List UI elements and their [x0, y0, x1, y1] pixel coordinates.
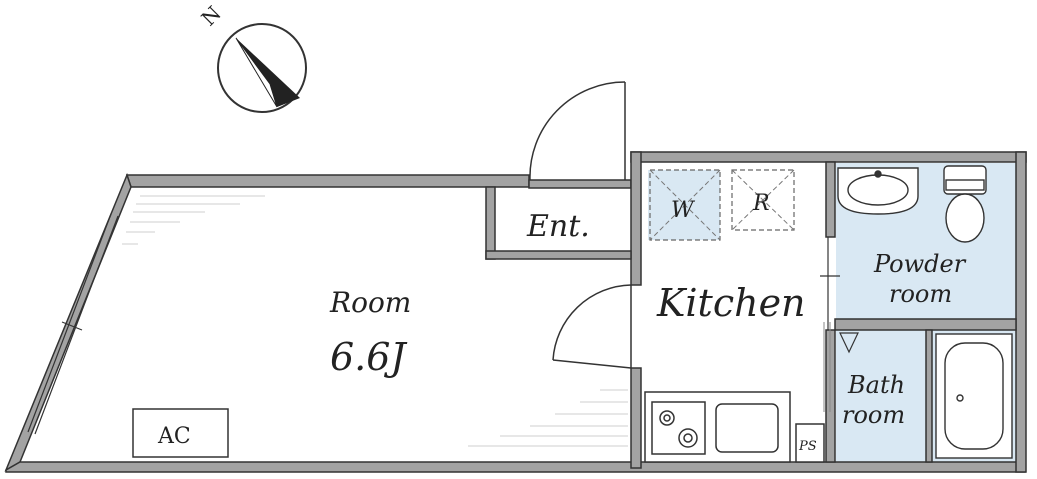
room-left-wall: [4, 172, 132, 472]
room-door-leaf: [552, 359, 632, 369]
room-door-arc: [552, 284, 632, 361]
ps-box: [795, 423, 825, 463]
washer-label: W: [671, 198, 696, 223]
upper-top-wall: [630, 151, 1027, 163]
entrance-left-wall: [485, 186, 496, 260]
window-line-outer: [27, 213, 112, 433]
washbasin-icon: [837, 167, 919, 215]
room-size-label: 6.6J: [330, 335, 407, 379]
kitchen-left-wall-lower: [630, 367, 642, 469]
ac-label: AC: [157, 424, 191, 449]
room-name-label: Room: [329, 286, 411, 319]
powder-door: [820, 237, 840, 330]
bath-door-handle-icon: [839, 332, 859, 354]
room-top-wall: [125, 174, 530, 188]
toilet-icon: [943, 165, 987, 243]
kitchen-left-wall-upper: [630, 151, 642, 286]
fridge-label: R: [752, 191, 770, 216]
right-wall: [1015, 151, 1027, 473]
bath-room-label-line1: Bath: [847, 371, 905, 399]
ac-unit: [132, 408, 229, 458]
kitchen-label: Kitchen: [656, 281, 806, 325]
entrance-door-arc: [529, 81, 626, 181]
compass-needle-icon: [236, 38, 300, 107]
compass-needle-highlight: [235, 37, 278, 108]
washer-space: [649, 169, 721, 241]
floor-hatching: [122, 195, 628, 447]
window-line-inner: [34, 215, 119, 435]
entrance-top-wall: [528, 179, 632, 189]
burner-1-icon: [659, 410, 675, 426]
kitchen-counter: [644, 391, 791, 463]
powder-room-label-line2: room: [889, 280, 952, 308]
entrance-label: Ent.: [526, 209, 590, 244]
walls: [4, 151, 1027, 473]
powder-bath-divider: [834, 318, 1017, 331]
compass-north-label: N: [196, 1, 225, 30]
fridge-space: [731, 169, 795, 231]
sink-icon: [715, 403, 779, 453]
kitchen-right-wall-upper: [825, 161, 836, 238]
tub-divider: [925, 329, 933, 463]
bath-room-label-line2: room: [842, 401, 905, 429]
ps-label: PS: [798, 439, 817, 454]
bath-door: [823, 322, 831, 412]
bathtub-icon: [935, 333, 1013, 459]
powder-room-label-line1: Powder: [873, 250, 967, 278]
bottom-wall: [5, 461, 1026, 473]
window-mark: [61, 321, 83, 331]
compass-circle: [217, 23, 307, 113]
compass: N: [196, 1, 307, 113]
entrance-step: [485, 250, 632, 260]
entrance-door: [529, 81, 626, 181]
window: [27, 213, 119, 435]
stove-icon: [651, 401, 706, 455]
room-door: [552, 284, 632, 369]
burner-2-icon: [678, 428, 698, 448]
